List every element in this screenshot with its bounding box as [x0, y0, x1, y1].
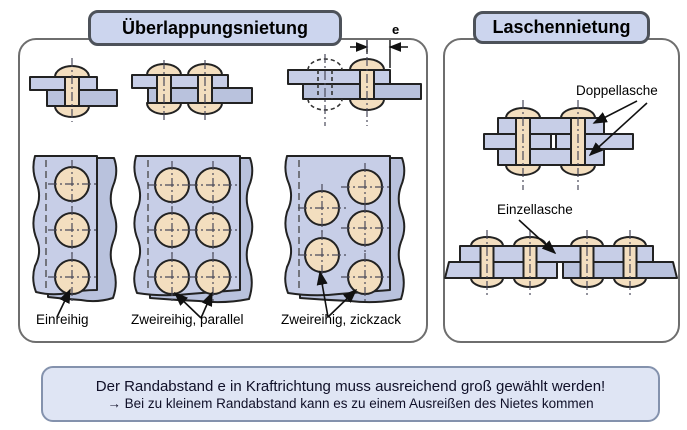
strap-riveting-title: Laschennietung	[473, 11, 650, 44]
annotation-arrows	[56, 100, 648, 319]
note-line-2: → Bei zu kleinem Randabstand kann es zu …	[107, 395, 594, 411]
note-line-1: Der Randabstand e in Kraftrichtung muss …	[95, 377, 606, 395]
lap-riveting-title: Überlappungsnietung	[88, 10, 342, 46]
rivet-holes-layer	[48, 160, 389, 301]
rivets-layer	[54, 40, 647, 298]
single-strap-label: Einzellasche	[497, 202, 573, 217]
strap-riveting-panel	[443, 38, 680, 343]
edge-distance-label: e	[392, 22, 400, 37]
note-box: Der Randabstand e in Kraftrichtung muss …	[41, 366, 660, 422]
caption-single-row: Einreihig	[36, 312, 89, 327]
plan-view-double-row-parallel	[133, 155, 254, 304]
double-strap-label: Doppellasche	[576, 83, 658, 98]
plan-view-double-row-zigzag	[284, 155, 406, 304]
lap-joint-section-double-row-zigzag	[287, 69, 422, 100]
double-strap-joint-section	[483, 117, 634, 166]
lap-joint-section-double-row-parallel	[131, 74, 253, 104]
caption-double-row-zigzag: Zweireihig, zickzack	[281, 312, 402, 327]
caption-double-row-parallel: Zweireihig, parallel	[131, 312, 244, 327]
